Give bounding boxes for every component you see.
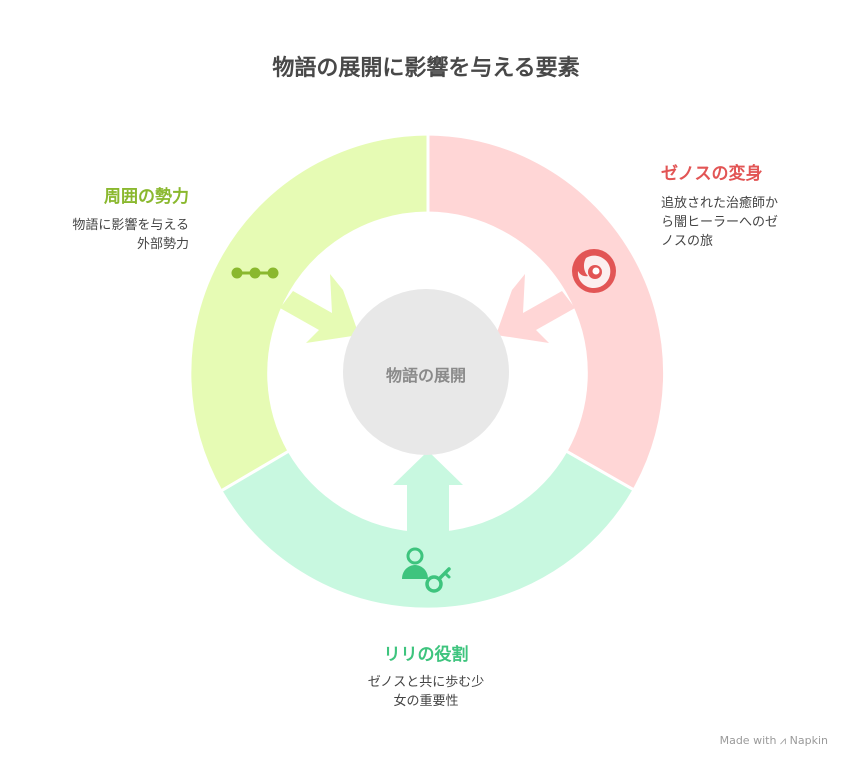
arrow-left-inward bbox=[280, 274, 359, 343]
label-transformation-desc: 追放された治癒師か ら闇ヒーラーへのゼ ノスの旅 bbox=[661, 194, 778, 251]
center-circle bbox=[343, 289, 509, 455]
desc-line: ら闇ヒーラーへのゼ bbox=[661, 215, 779, 230]
desc-line: 女の重要性 bbox=[393, 694, 459, 709]
label-forces-desc: 物語に影響を与える 外部勢力 bbox=[72, 216, 189, 254]
label-lili-desc: ゼノスと共に歩む少 女の重要性 bbox=[300, 673, 552, 711]
segment-surrounding-forces bbox=[188, 132, 430, 494]
desc-line: ノスの旅 bbox=[661, 234, 714, 249]
arrow-right-inward bbox=[496, 274, 575, 343]
diagram-title: 物語の展開に影響を与える要素 bbox=[272, 56, 580, 81]
desc-line: 追放された治癒師か bbox=[661, 196, 779, 211]
label-lili-title: リリの役割 bbox=[383, 645, 469, 665]
label-forces-title: 周囲の勢力 bbox=[104, 187, 189, 207]
label-transformation-title: ゼノスの変身 bbox=[661, 164, 763, 184]
center-label: 物語の展開 bbox=[385, 366, 466, 385]
watermark-brand: Napkin bbox=[789, 734, 828, 747]
watermark: Made with ⩘ Napkin bbox=[720, 734, 828, 748]
segment-lili-role bbox=[218, 448, 637, 611]
flame-icon bbox=[572, 249, 616, 293]
arrow-bottom-inward bbox=[393, 451, 463, 535]
desc-line: 物語に影響を与える bbox=[72, 218, 189, 233]
segment-transformation bbox=[426, 132, 667, 493]
desc-line: 外部勢力 bbox=[136, 237, 189, 252]
watermark-text: Made with bbox=[719, 734, 777, 747]
person-key-icon bbox=[402, 547, 451, 593]
desc-line: ゼノスと共に歩む少 bbox=[367, 675, 485, 690]
connected-nodes-icon bbox=[231, 267, 279, 279]
napkin-logo-icon: ⩘ bbox=[779, 734, 787, 747]
